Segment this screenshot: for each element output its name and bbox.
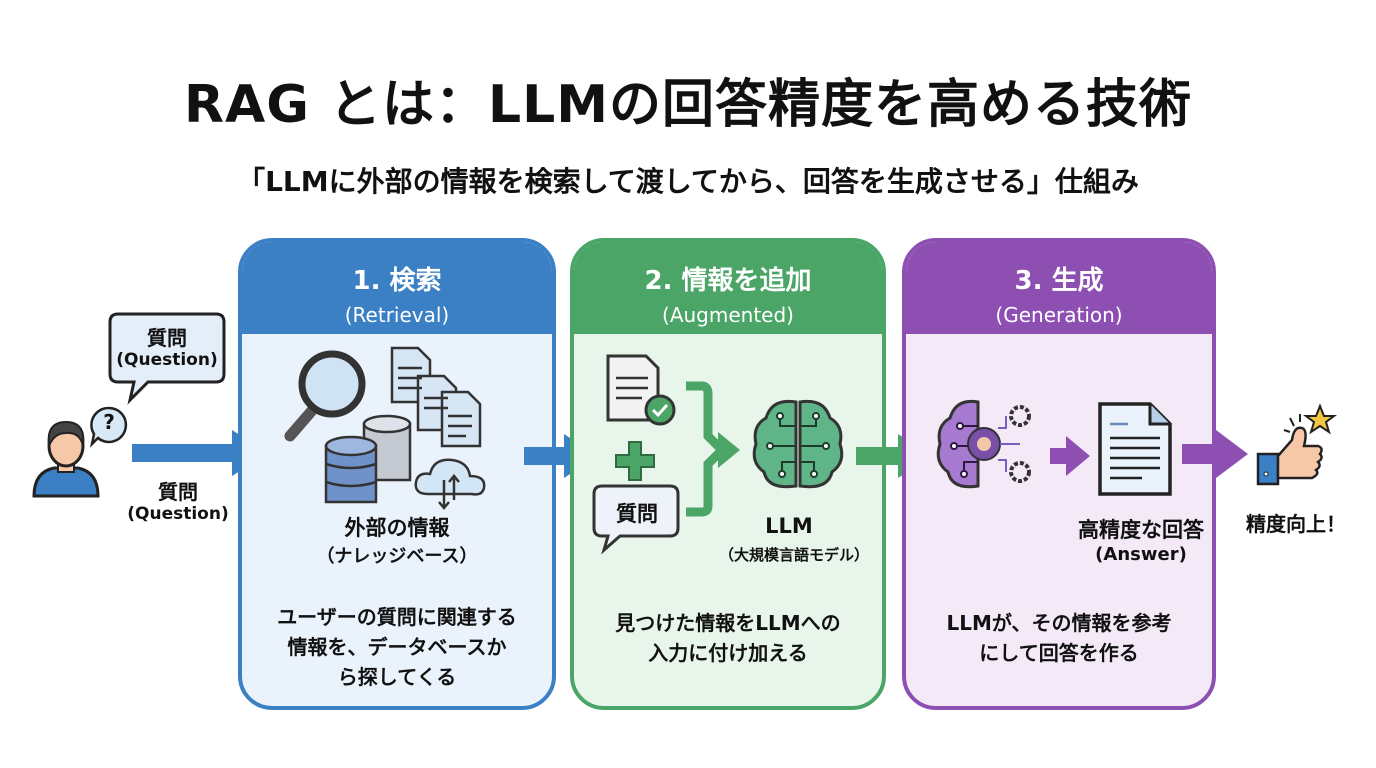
question-bubble-icon [89,406,128,448]
database-icon [324,414,412,504]
llm-sub: （大規模言語モデル） [718,546,869,564]
answer-sub: (Answer) [1095,544,1187,565]
documents-icon [390,346,482,448]
step-subtitle: (Generation) [995,303,1123,327]
step-header: 1. 検索 (Retrieval) [242,242,552,334]
question-box-icon [592,484,680,555]
arrow-sub: (Question) [127,504,229,524]
step-subtitle: (Retrieval) [344,303,450,327]
bubble-sub: (Question) [116,350,218,370]
cloud-sync-icon [414,458,486,510]
step-title: 3. 生成 [1014,266,1104,296]
question-mark: ? [103,410,115,434]
page-title: RAG とは：LLMの回答精度を高める技術 [183,75,1193,135]
user-icon [32,420,100,498]
ai-brain-gears-icon [936,399,1031,489]
step-title: 2. 情報を追加 [644,266,812,296]
arrow-label: 質問 [158,480,198,504]
bubble-label: 質問 [147,326,187,350]
step-description: 見つけた情報をLLMへの 入力に付け加える [574,608,882,668]
arrow-to-result [1182,430,1248,478]
question-speech-bubble [108,312,226,405]
plus-icon [615,441,655,481]
llm-label: LLM [765,514,813,538]
answer-document-icon [1098,402,1172,496]
result-label: 精度向上！ [1246,512,1346,536]
desc-line: ら探してくる [337,665,457,689]
step-panel-augmented: 2. 情報を追加 (Augmented) LLM （大規模言語モデル） 見つけた… [570,238,886,710]
question-box-label: 質問 [616,502,658,526]
knowledge-sub: （ナレッジベース） [316,546,478,567]
brace-icon [686,381,740,517]
desc-line: 入力に付け加える [648,641,808,665]
desc-line: LLMが、その情報を参考 [946,611,1172,635]
answer-label: 高精度な回答 [1078,518,1204,542]
arrow-to-answer [1050,436,1090,476]
desc-line: 情報を、データベースか [287,635,507,659]
desc-line: にして回答を作る [979,641,1139,665]
step-header: 2. 情報を追加 (Augmented) [574,242,882,334]
step-subtitle: (Augmented) [662,303,794,327]
desc-line: ユーザーの質問に関連する [277,605,517,629]
step-title: 1. 検索 [352,266,442,296]
step-description: ユーザーの質問に関連する 情報を、データベースか ら探してくる [242,602,552,692]
knowledge-label: 外部の情報 [344,516,450,540]
checked-document-icon [606,354,676,426]
page-subtitle: 「LLMに外部の情報を検索して渡してから、回答を生成させる」仕組み [237,165,1139,198]
step-description: LLMが、その情報を参考 にして回答を作る [906,608,1212,668]
magnifier-icon [284,350,366,442]
step-header: 3. 生成 (Generation) [906,242,1212,334]
desc-line: 見つけた情報をLLMへの [615,611,841,635]
brain-circuit-icon [752,399,844,489]
thumbs-up-star-icon [1256,403,1337,486]
